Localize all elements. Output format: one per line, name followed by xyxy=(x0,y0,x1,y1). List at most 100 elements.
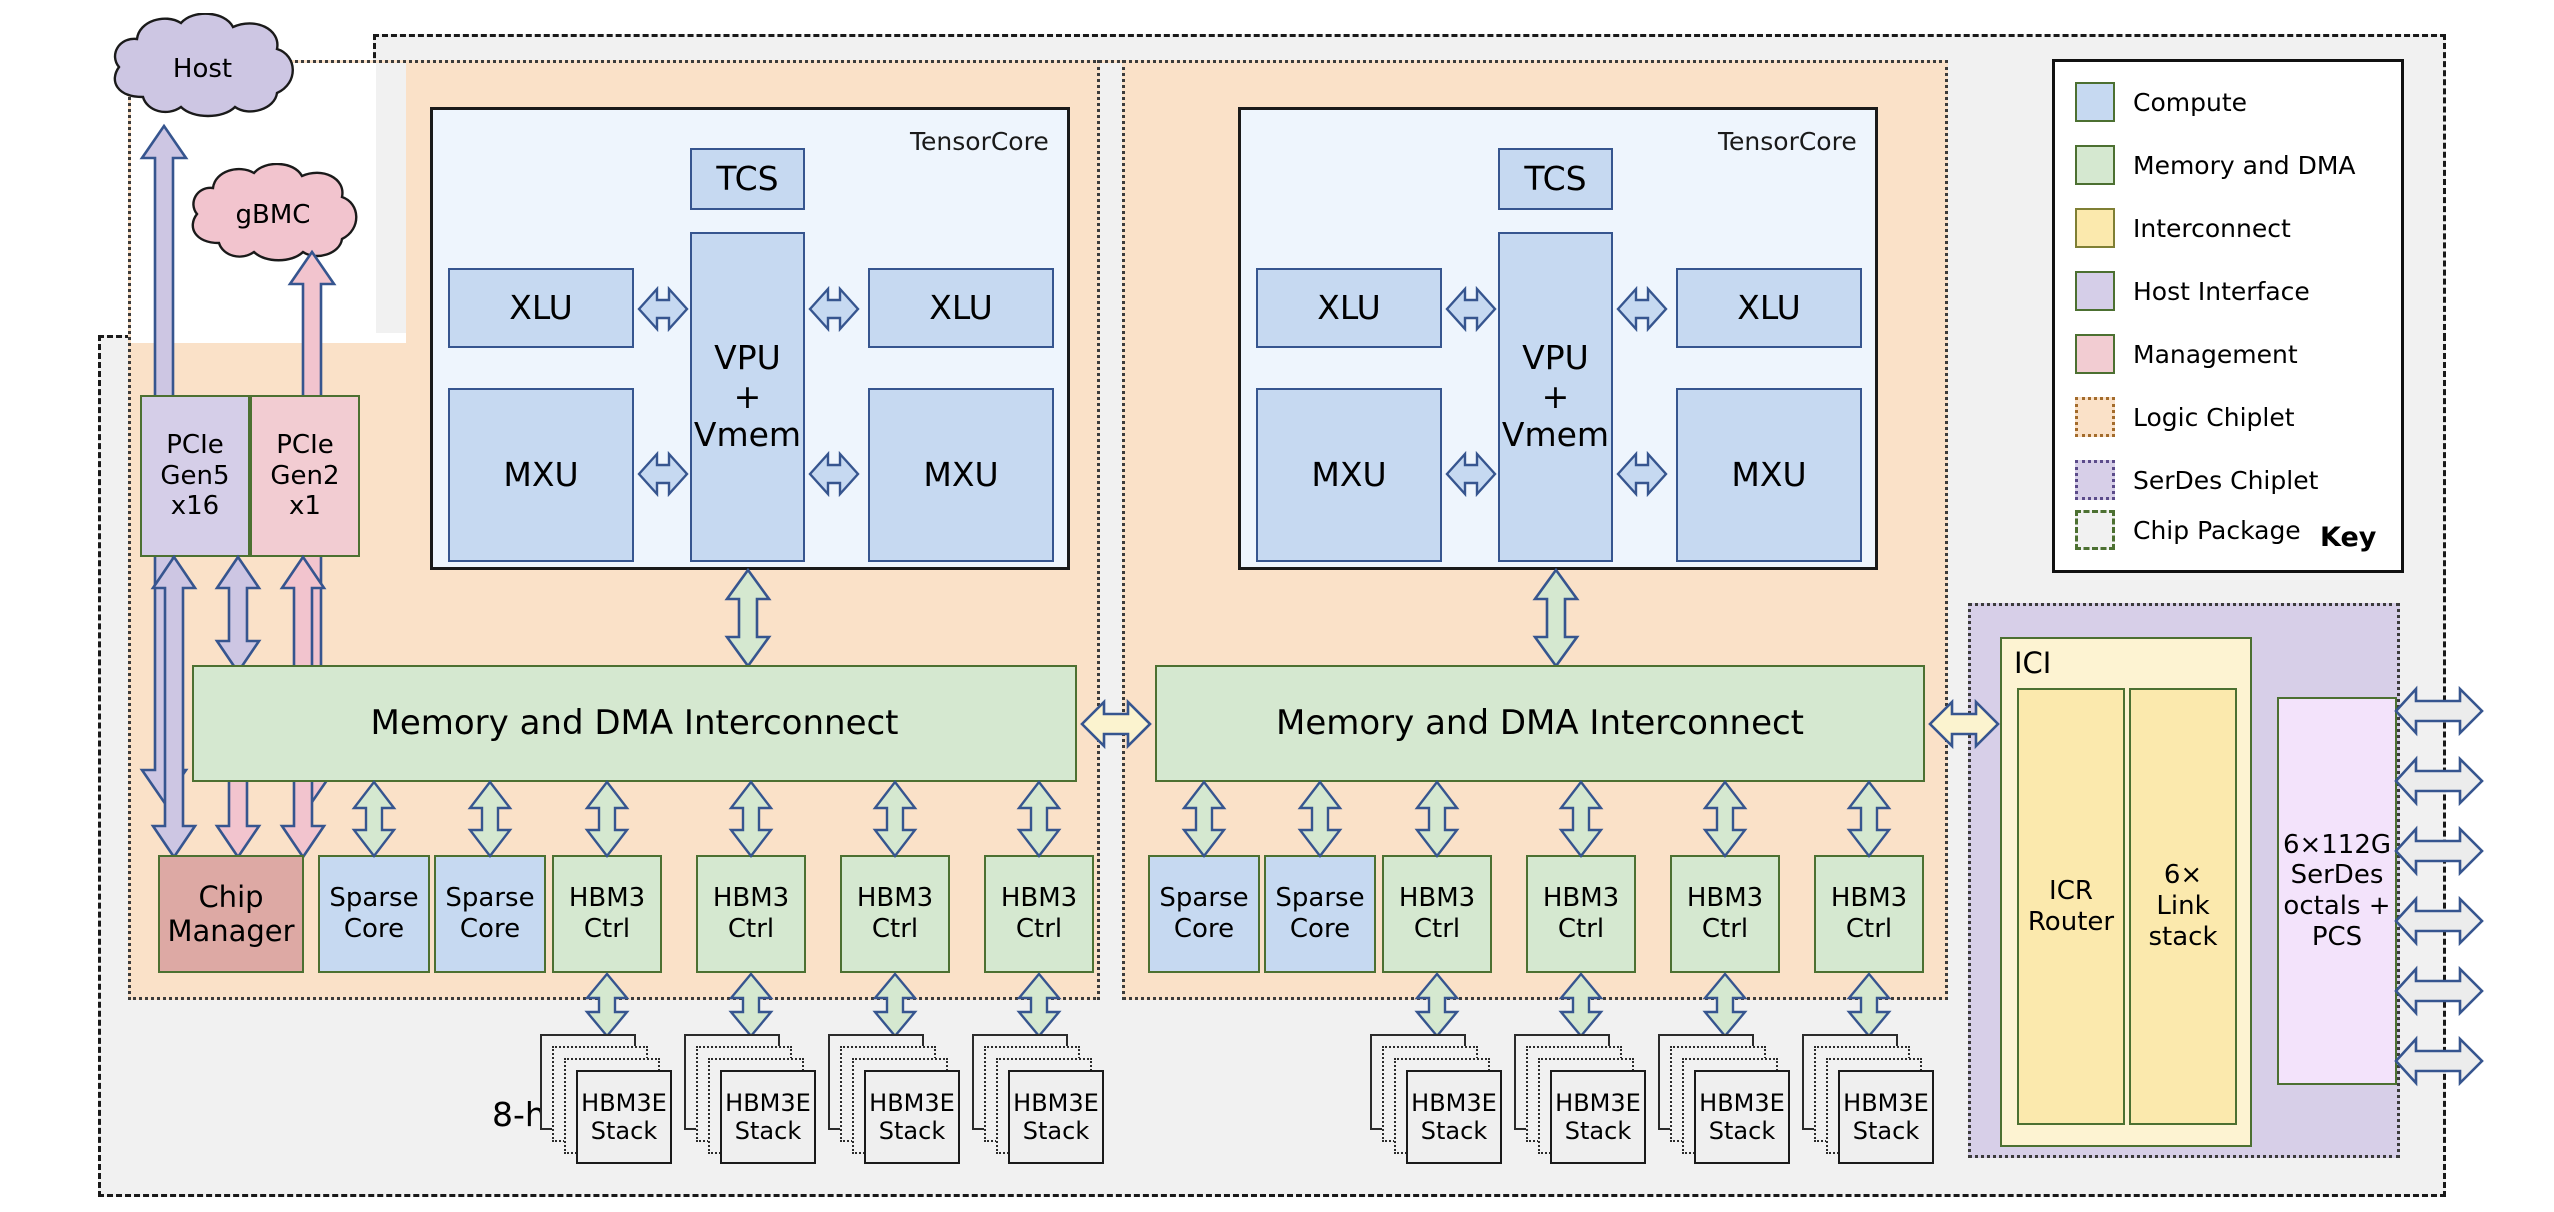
hbm3e-stack-l1[interactable]: HBM3E Stack xyxy=(540,1034,675,1164)
arrow-ici-link-4 xyxy=(2394,895,2484,947)
hbm3-ctrl-r4-line-1: Ctrl xyxy=(1845,914,1893,944)
vpu2-line-1: + xyxy=(1541,376,1570,416)
arrow-interconnect-hbmctrl-r2 xyxy=(1558,780,1604,858)
arrow-hbmctrl-stack-r3 xyxy=(1702,972,1748,1038)
arrow-interconnect-hbmctrl-l4 xyxy=(1016,780,1062,858)
hbm3-ctrl-r3[interactable]: HBM3 Ctrl xyxy=(1670,855,1780,973)
memory-dma-interconnect-right[interactable]: Memory and DMA Interconnect xyxy=(1155,665,1925,782)
pcie-gen5-block[interactable]: PCIe Gen5 x16 xyxy=(140,395,250,557)
chip-manager-block[interactable]: Chip Manager xyxy=(158,855,304,973)
tensorcore-1-xlu-left[interactable]: XLU xyxy=(448,268,634,348)
hbm3-ctrl-r1-line-0: HBM3 xyxy=(1398,883,1476,914)
icr-router-line-0: ICR xyxy=(2049,875,2093,906)
hbm3-ctrl-l2[interactable]: HBM3 Ctrl xyxy=(696,855,806,973)
hbm3-ctrl-r2[interactable]: HBM3 Ctrl xyxy=(1526,855,1636,973)
tensorcore-2-xlu-left[interactable]: XLU xyxy=(1256,268,1442,348)
hbm3e-r3-line-1: Stack xyxy=(1708,1117,1776,1145)
hbm3e-stack-l4[interactable]: HBM3E Stack xyxy=(972,1034,1107,1164)
serdes-line-0: 6×112G xyxy=(2282,829,2392,860)
hbm3e-stack-r1[interactable]: HBM3E Stack xyxy=(1370,1034,1505,1164)
hbm3e-stack-front: HBM3E Stack xyxy=(1008,1070,1104,1164)
pcie-gen5-line-1: Gen5 xyxy=(160,460,230,491)
tensorcore-1-mxu-left[interactable]: MXU xyxy=(448,388,634,562)
hbm3e-stack-l3[interactable]: HBM3E Stack xyxy=(828,1034,963,1164)
arrow-tc2-interconnect xyxy=(1532,567,1580,669)
tensorcore-1-tcs[interactable]: TCS xyxy=(690,148,805,210)
sparse-core-l2-line-0: Sparse xyxy=(445,883,535,914)
tensorcore-1-xlu-right[interactable]: XLU xyxy=(868,268,1054,348)
key-swatch-compute xyxy=(2075,82,2115,122)
sparse-core-r1-line-0: Sparse xyxy=(1159,883,1249,914)
link-stack-block[interactable]: 6× Link stack xyxy=(2129,688,2237,1125)
tensorcore-2-mxu-left[interactable]: MXU xyxy=(1256,388,1442,562)
key-swatch-serdes-chiplet xyxy=(2075,460,2115,500)
arrow-hbmctrl-stack-r1 xyxy=(1414,972,1460,1038)
arrow-interconnect-hbmctrl-r4 xyxy=(1846,780,1892,858)
arrow-tc1-vpu-xlu-right xyxy=(808,285,860,333)
key-label-management: Management xyxy=(2133,339,2298,369)
sparse-core-r2[interactable]: Sparse Core xyxy=(1264,855,1376,973)
hbm3e-stack-front: HBM3E Stack xyxy=(1838,1070,1934,1164)
key-label-chip-package: Chip Package xyxy=(2133,515,2301,545)
arrow-interconnect-sparse-r1 xyxy=(1181,780,1227,858)
key-item-compute: Compute xyxy=(2075,82,2247,122)
hbm3e-stack-r3[interactable]: HBM3E Stack xyxy=(1658,1034,1793,1164)
hbm3-ctrl-l3-line-1: Ctrl xyxy=(871,914,919,944)
vpu-line-1: + xyxy=(733,376,762,416)
hbm3e-l1-line-1: Stack xyxy=(590,1117,658,1145)
hbm3e-r1-line-1: Stack xyxy=(1420,1117,1488,1145)
arrow-interconnect-bridge xyxy=(1080,698,1152,750)
sparse-core-l1-line-1: Core xyxy=(343,914,405,944)
arrow-interconnect-sparse-l2 xyxy=(467,780,513,858)
gbmc-cloud-label: gBMC xyxy=(235,200,311,230)
pcie-gen2-line-0: PCIe xyxy=(276,429,334,460)
hbm3-ctrl-l3-line-0: HBM3 xyxy=(856,883,934,914)
key-label-host-interface: Host Interface xyxy=(2133,276,2310,306)
tensorcore-2-mxu-right[interactable]: MXU xyxy=(1676,388,1862,562)
serdes-line-1: SerDes xyxy=(2290,860,2384,891)
hbm3e-stack-r2[interactable]: HBM3E Stack xyxy=(1514,1034,1649,1164)
hbm3-ctrl-l4[interactable]: HBM3 Ctrl xyxy=(984,855,1094,973)
hbm3-ctrl-l1[interactable]: HBM3 Ctrl xyxy=(552,855,662,973)
sparse-core-l2[interactable]: Sparse Core xyxy=(434,855,546,973)
icr-router-block[interactable]: ICR Router xyxy=(2017,688,2125,1125)
tensorcore-2-tcs[interactable]: TCS xyxy=(1498,148,1613,210)
arrow-hbmctrl-stack-r2 xyxy=(1558,972,1604,1038)
sparse-core-r2-line-1: Core xyxy=(1289,914,1351,944)
hbm3-ctrl-l3[interactable]: HBM3 Ctrl xyxy=(840,855,950,973)
hbm3e-stack-front: HBM3E Stack xyxy=(864,1070,960,1164)
pcie-gen2-line-2: x1 xyxy=(289,491,321,522)
hbm3-ctrl-r4[interactable]: HBM3 Ctrl xyxy=(1814,855,1924,973)
key-swatch-host-interface xyxy=(2075,271,2115,311)
arrow-interconnect-sparse-l1 xyxy=(351,780,397,858)
sparse-core-r1[interactable]: Sparse Core xyxy=(1148,855,1260,973)
hbm3-ctrl-r1[interactable]: HBM3 Ctrl xyxy=(1382,855,1492,973)
hbm3e-l4-line-0: HBM3E xyxy=(1013,1088,1099,1117)
sparse-core-l1[interactable]: Sparse Core xyxy=(318,855,430,973)
tensorcore-2-xlu-right[interactable]: XLU xyxy=(1676,268,1862,348)
hbm3e-stack-l2[interactable]: HBM3E Stack xyxy=(684,1034,819,1164)
hbm3e-stack-r4[interactable]: HBM3E Stack xyxy=(1802,1034,1937,1164)
hbm3e-l3-line-0: HBM3E xyxy=(869,1088,955,1117)
arrow-hbmctrl-stack-l4 xyxy=(1016,972,1062,1038)
arrow-tc1-vpu-mxu-right xyxy=(808,450,860,498)
arrow-tc2-vpu-mxu-right xyxy=(1616,450,1668,498)
pcie-gen5-line-2: x16 xyxy=(170,491,220,522)
tensorcore-1-vpu[interactable]: VPU + Vmem xyxy=(690,232,805,562)
arrow-interconnect-hbmctrl-l1 xyxy=(584,780,630,858)
hbm3-ctrl-l2-line-0: HBM3 xyxy=(712,883,790,914)
memory-dma-interconnect-left[interactable]: Memory and DMA Interconnect xyxy=(192,665,1077,782)
key-label-logic-chiplet: Logic Chiplet xyxy=(2133,402,2295,432)
serdes-octals-block[interactable]: 6×112G SerDes octals + PCS xyxy=(2277,697,2397,1085)
hbm3-ctrl-r3-line-1: Ctrl xyxy=(1701,914,1749,944)
arrow-ici-link-3 xyxy=(2394,825,2484,877)
tensorcore-2-vpu[interactable]: VPU + Vmem xyxy=(1498,232,1613,562)
pcie-gen5-line-0: PCIe xyxy=(166,429,224,460)
key-item-management: Management xyxy=(2075,334,2298,374)
hbm3e-r2-line-1: Stack xyxy=(1564,1117,1632,1145)
tensorcore-1-mxu-right[interactable]: MXU xyxy=(868,388,1054,562)
tensorcore-1-label: TensorCore xyxy=(910,127,1049,156)
pcie-gen2-block[interactable]: PCIe Gen2 x1 xyxy=(250,395,360,557)
arrow-tc2-vpu-xlu-right xyxy=(1616,285,1668,333)
key-item-host-interface: Host Interface xyxy=(2075,271,2310,311)
